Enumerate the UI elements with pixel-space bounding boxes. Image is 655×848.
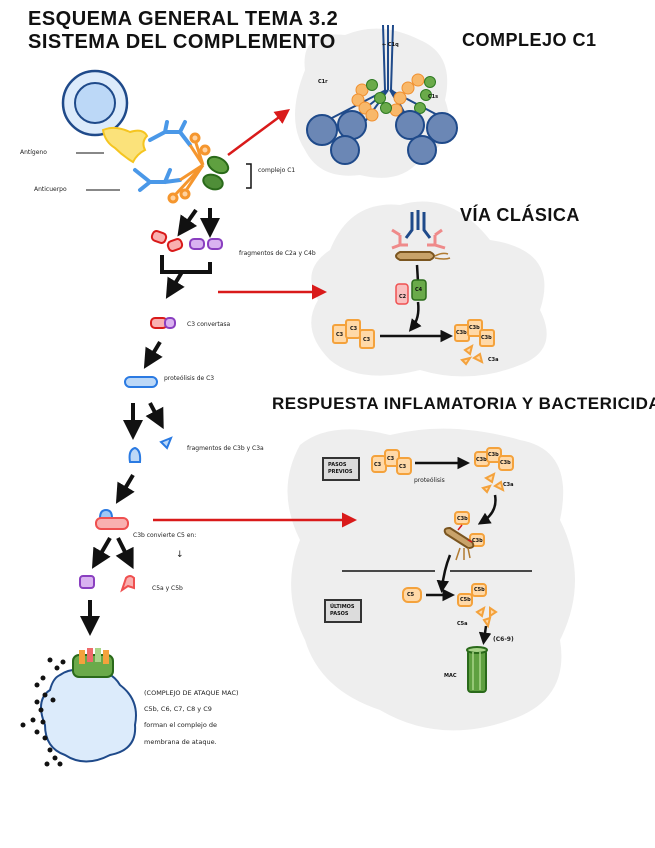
c5a-c5b-fragments [79,575,135,593]
section-title-via-clasica: VÍA CLÁSICA [460,205,580,225]
label-rp-c5b-2: C5b [474,587,485,593]
label-vc-c3b-3: C3b [481,335,492,341]
mac-note-line3: forman el complejo de [144,721,217,729]
label-vc-c3b-2: C3b [469,325,480,331]
label-rp-mac: MAC [444,673,457,679]
c2a-c4b-fragments [150,230,223,252]
section-title-complejo-c1: COMPLEJO C1 [456,30,603,51]
label-rp-c3a: C3a [503,482,514,488]
antibody-icon [133,120,192,192]
label-anticuerpo: Anticuerpo [34,186,67,193]
label-c1s: C1s [428,94,439,100]
label-vc-c3-1: C3 [336,332,344,338]
label-vc-c2: C2 [399,294,407,300]
c3b-c3a-fragments [128,436,173,463]
label-rp-c5b-1: C5b [460,597,471,603]
mac-note-line1: (COMPLEJO DE ATAQUE MAC) [144,689,239,697]
anticuerpo-leader-line [86,189,120,191]
label-rp-c3-3: C3 [399,464,407,470]
cell-antigen-antibody-illustration [61,69,230,204]
label-rp-c3b-2: C3b [488,452,499,458]
label-c3b-convierte: C3b convierte C5 en: [133,532,197,539]
label-rp-c5: C5 [407,592,415,598]
label-vc-c3a: C3a [488,357,499,363]
label-rp-c5a: C5a [457,621,468,627]
mac-note-line4: membrana de ataque. [144,738,217,746]
mac-note-line2: C5b, C6, C7, C8 y C9 [144,705,212,713]
arrow-to-c1 [227,109,291,157]
page-title-line1: ESQUEMA GENERAL TEMA 3.2 [22,8,345,31]
c4-icon [411,279,427,301]
label-c1q: ← C1q [382,42,399,48]
label-proteolisis: proteólisis [414,477,445,484]
mac-pore-icon [72,648,114,678]
label-rp-c3-2: C3 [387,456,395,462]
c3b-c5-complex-icon [95,508,129,530]
section-title-respuesta: RESPUESTA INFLAMATORIA Y BACTERICIDA [266,394,655,414]
label-rp-c3b-3: C3b [500,460,511,466]
antigen-icon [101,126,149,164]
respuesta-illustration [342,447,532,693]
lysed-cell-mac-illustration [20,648,137,767]
c1-complex-illustration [306,24,458,165]
via-clasica-illustration [332,210,495,366]
label-c3-convertasa: C3 convertasa [187,321,231,328]
label-vc-c3-3: C3 [363,337,371,343]
pasos-previos-box: PASOS PREVIOS [322,457,360,481]
bacteria-icon [395,251,435,261]
label-rp-c3b-1: C3b [476,457,487,463]
mac-cylinder-icon [466,646,488,693]
antigeno-leader-line [76,152,104,154]
c2-icon [395,283,409,305]
label-fragmentos-c2a-c4b: fragmentos de C2a y C4b [239,250,316,257]
label-proteolisis-c3: proteólisis de C3 [164,375,215,382]
ultimos-pasos-box: ÚLTIMOS PASOS [324,599,362,623]
label-c1r: C1r [318,79,328,85]
label-fragmentos-c3b-c3a: fragmentos de C3b y C3a [187,445,264,452]
label-rp-c3b-bound-1: C3b [457,516,468,522]
label-rp-c3-1: C3 [374,462,382,468]
label-vc-c3-2: C3 [350,326,358,332]
label-rp-c6-9: (C6-9) [493,636,514,643]
down-arrow-glyph: ↓ [176,550,184,560]
complejo-c1-bracket [246,163,252,189]
label-rp-c3b-bound-2: C3b [472,538,483,544]
page-title-line2: SISTEMA DEL COMPLEMENTO [22,31,342,54]
label-antigeno: Antígeno [20,149,47,156]
label-c5a-c5b: C5a y C5b [152,585,183,592]
label-vc-c4: C4 [415,287,423,293]
c3-icon [124,376,158,388]
c3-convertasa-icon [150,317,176,329]
label-vc-c3b-1: C3b [456,330,467,336]
label-complejo-c1: complejo C1 [258,167,296,174]
